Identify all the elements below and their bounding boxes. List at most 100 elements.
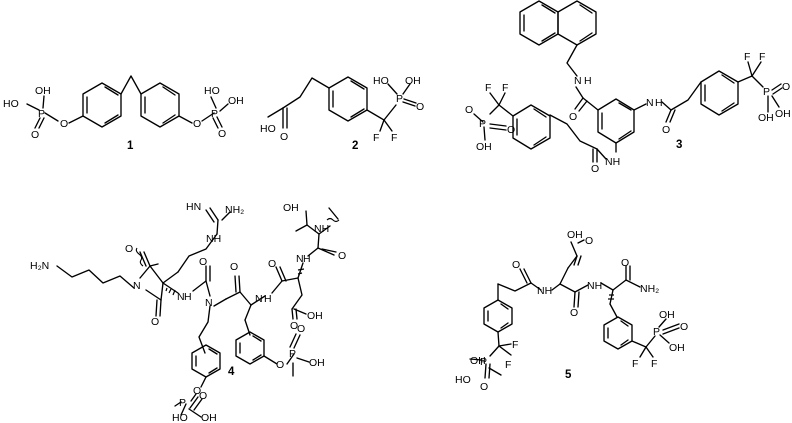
atom-label: O [290,320,298,332]
atom-label: N [205,297,213,309]
atom-label: NH [605,156,620,168]
atom-label: OH [567,229,583,241]
compound-2: HO O HO P OH O F F 2 [260,75,424,152]
atom-label: N [574,75,582,87]
atom-label: OH [283,202,299,214]
atom-label: OH [470,355,486,367]
atom-label: O [570,307,578,319]
atom-label: HN [186,201,201,213]
atom-label: N [296,253,304,265]
atom-label: H [655,97,663,109]
atom-label: OH [307,310,323,322]
atom-label: O [591,163,599,175]
atom-label: NH [314,223,329,235]
atom-label: O [218,128,226,140]
atom-label: H₂N [30,260,49,272]
compound-number: 4 [228,366,235,378]
atom-label: N [255,293,263,305]
atom-label: P [38,108,45,120]
atom-label: O [507,124,515,136]
atom-label: OH [35,85,51,97]
atom-label: O [230,261,238,273]
atom-label: N [646,97,654,109]
atom-label: O [480,381,488,393]
atom-label: O [621,257,629,269]
atom-label: H [303,253,311,265]
atom-label: P [763,86,770,98]
atom-label: HO [3,98,19,110]
atom-label: HO [204,85,220,97]
atom-label: P [211,108,218,120]
atom-label: O [31,129,39,141]
atom-label: O [199,390,207,402]
atom-label: F [502,82,508,94]
atom-label: O [512,259,520,271]
compound-number: 3 [676,139,682,151]
atom-label: O [125,243,133,255]
atom-label: NH [587,280,602,292]
atom-label: HO [373,75,389,87]
atom-label: OH [405,75,421,87]
atom-label: OH [476,141,492,153]
atom-label: O [280,131,288,143]
atom-label: OH [775,108,791,120]
atom-label: F [651,358,657,370]
atom-label: P [480,356,487,368]
atom-label: O [662,124,670,136]
atom-label: O [680,321,688,333]
atom-label: O [569,111,577,123]
atom-label: O [465,104,473,116]
atom-label: F [759,51,765,63]
atom-label: P [396,93,403,105]
atom-label: O [338,250,346,262]
atom-label: F [512,339,518,351]
atom-label: HO [172,412,188,423]
atom-label: HO [455,374,471,386]
atom-label: P [479,118,486,130]
atom-label: P [653,326,660,338]
atom-label: OH [669,342,685,354]
atom-label: HO [260,123,276,135]
atom-label: NH [537,285,552,297]
atom-label: NH₂ [640,283,659,295]
atom-label: P [179,397,186,409]
atom-label: O [585,235,593,247]
compound-5: OH O O O NH NH O NH₂ HO P O F F OH P OH … [455,229,688,393]
compound-number: 2 [352,140,358,152]
atom-label: N [133,280,141,292]
atom-label: O [297,323,305,335]
compound-4: HN NH₂ NH OH NH H₂N O N O N H O N O N H … [30,201,346,423]
atom-label: O [782,81,790,93]
atom-label: O [60,118,68,130]
atom-label: NH [206,233,221,245]
atom-label: O [268,258,276,270]
compound-1: HO OH P O O O HO OH P O 1 [3,75,244,152]
compound-number: 1 [127,140,134,152]
atom-label: F [391,132,397,144]
atom-label: OH [659,309,675,321]
atom-label: F [632,358,638,370]
atom-label: OH [228,95,244,107]
atom-label: P [289,348,296,360]
atom-label: F [505,359,511,371]
atom-label: O [151,316,159,328]
atom-label: O [276,359,284,371]
atom-label: H [184,291,192,303]
atom-label: NH₂ [225,204,244,216]
atom-label: O [193,118,201,130]
compound-number: 5 [565,369,572,381]
atom-label: F [485,82,491,94]
atom-label: O [416,101,424,113]
atom-label: OH [309,357,325,369]
atom-label: F [373,132,379,144]
atom-label: F [744,51,750,63]
atom-label: O [199,256,207,268]
atom-label: H [264,293,272,305]
atom-label: N [177,291,185,303]
atom-label: H [584,75,592,87]
atom-label: OH [758,112,774,124]
atom-label: OH [201,412,217,423]
compound-3: N H O N H O F F P O OH OH F F P O O OH N… [465,0,791,175]
atom-label: O [193,385,201,397]
